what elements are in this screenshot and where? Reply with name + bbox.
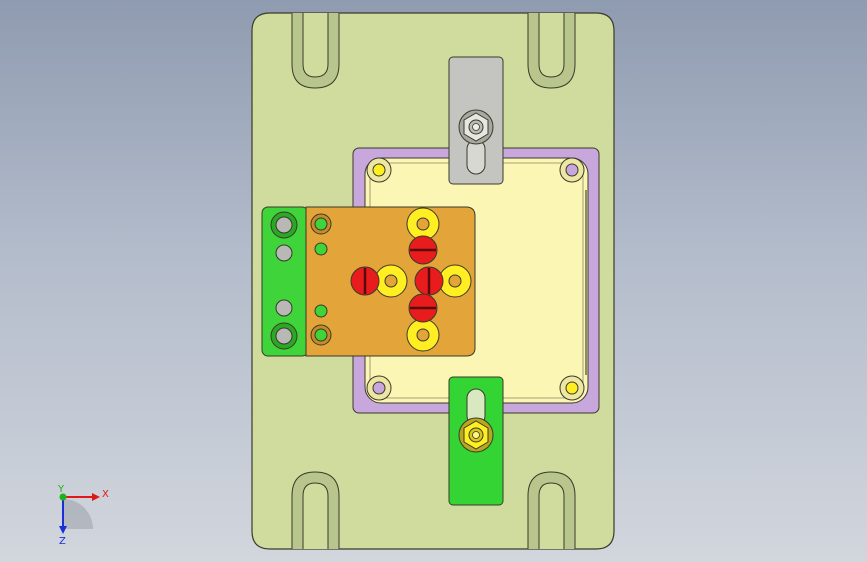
washer-bottom — [406, 318, 440, 352]
washer-left — [374, 264, 408, 298]
y-axis-label: Y — [57, 484, 65, 495]
z-axis-label: Z — [59, 536, 66, 547]
corner-hole-top-right — [559, 157, 585, 183]
green-side-block[interactable] — [261, 206, 309, 357]
screw-lower[interactable] — [408, 293, 438, 323]
top-clamp[interactable] — [448, 56, 504, 185]
x-axis-label: X — [102, 489, 109, 500]
corner-hole-bottom-right — [559, 375, 585, 401]
orientation-triad: X Y Z — [57, 484, 109, 547]
y-axis-dot — [59, 493, 67, 501]
corner-hole-top-left — [366, 157, 392, 183]
corner-hole-bottom-left — [366, 375, 392, 401]
screw-center[interactable] — [414, 266, 444, 296]
bottom-clamp[interactable] — [448, 376, 504, 506]
screw-left[interactable] — [350, 266, 380, 296]
screw-upper[interactable] — [408, 235, 438, 265]
triad-quadrant — [63, 499, 93, 529]
x-arrowhead-icon — [92, 493, 100, 501]
z-arrowhead-icon — [59, 526, 67, 534]
washer-right — [438, 264, 472, 298]
washer-top — [406, 207, 440, 241]
